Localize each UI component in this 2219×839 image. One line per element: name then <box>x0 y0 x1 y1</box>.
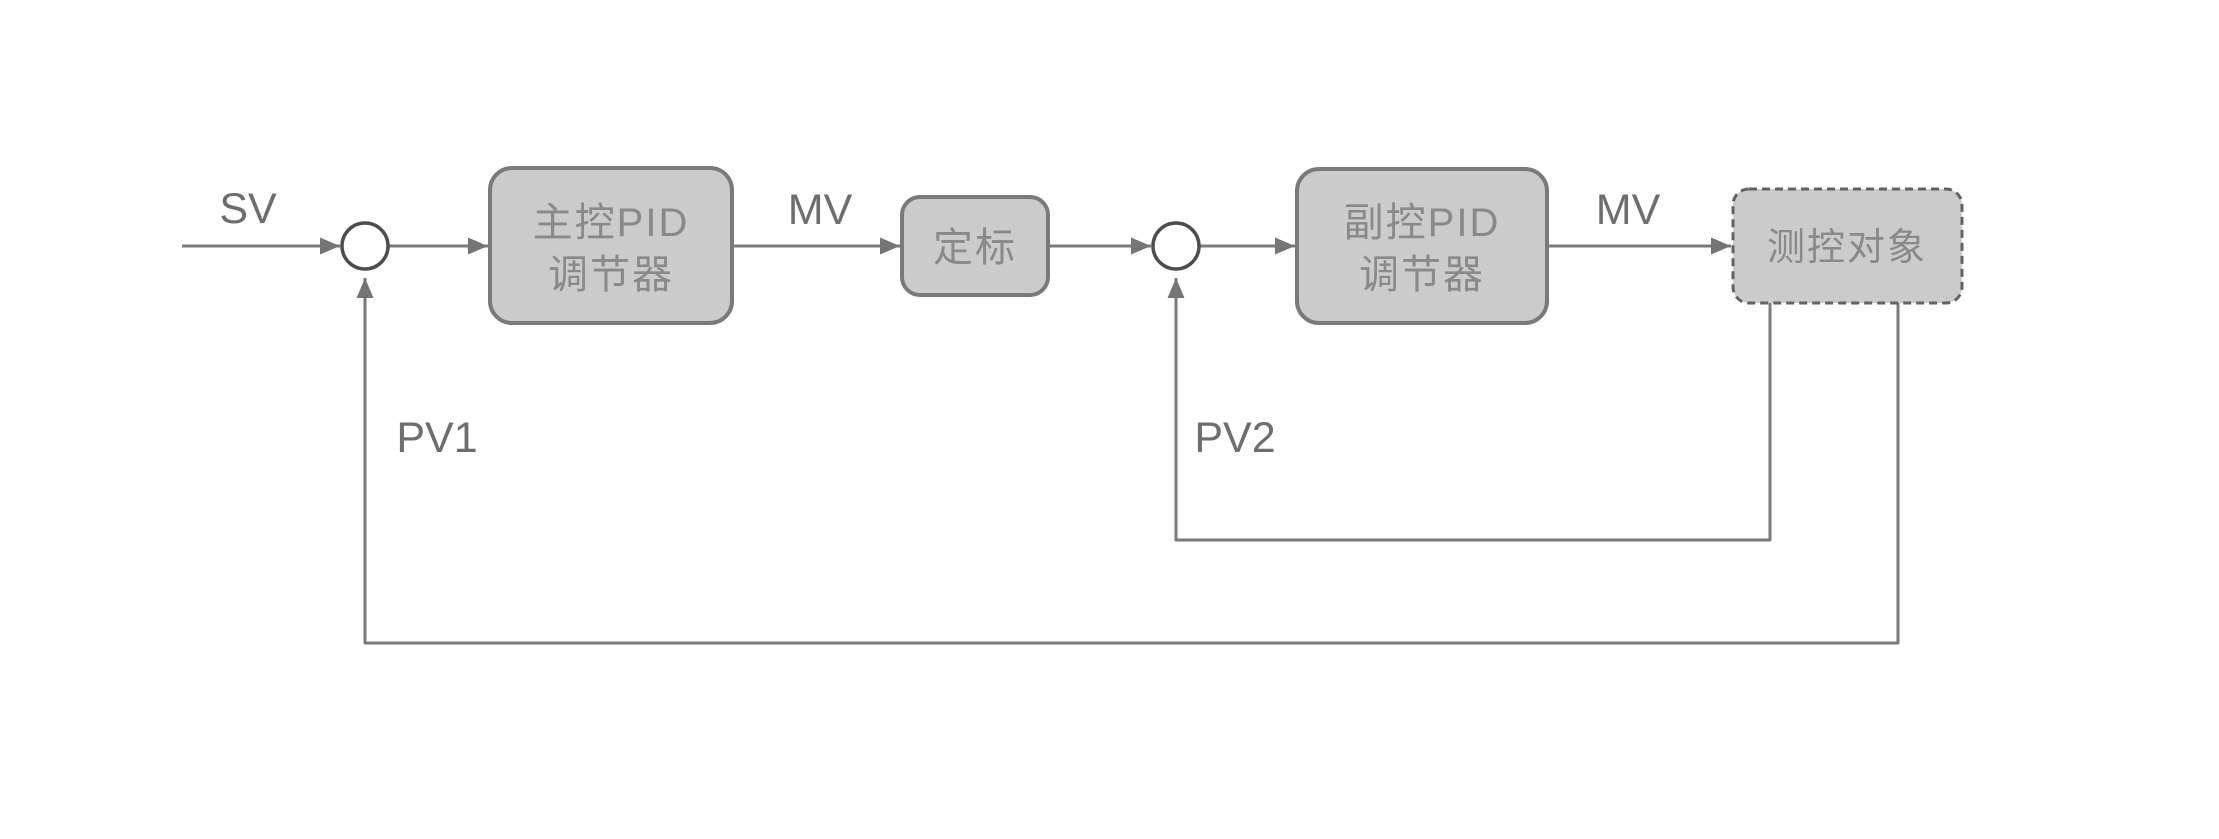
block-plant: 测控对象 <box>1731 187 1964 305</box>
label-pv2: PV2 <box>1194 414 1275 462</box>
scaler-box <box>900 195 1050 297</box>
pv2-feedback-line <box>1167 278 1772 542</box>
primary-pid-label-line2: 调节器 <box>548 253 674 297</box>
block-primary-pid: 主控PID 调节器 <box>488 166 734 325</box>
secondary-pid-label: 副控PID 调节器 <box>1344 201 1501 297</box>
secondary-pid-label-line2: 调节器 <box>1359 253 1485 297</box>
scaler-label: 定标 <box>933 226 1017 270</box>
label-pv1: PV1 <box>396 414 477 462</box>
label-sv: SV <box>219 185 277 233</box>
block-scaler: 定标 <box>900 195 1050 297</box>
block-secondary-pid: 副控PID 调节器 <box>1295 167 1549 325</box>
feedback-loop-pv1 <box>356 278 1900 645</box>
secondary-pid-label-line1: 副控PID <box>1344 201 1501 245</box>
primary-pid-box <box>488 166 734 325</box>
label-mv-secondary: MV <box>1596 186 1661 234</box>
summing-junction-2 <box>1151 221 1201 271</box>
pv1-feedback-line <box>356 278 1900 645</box>
label-mv-primary: MV <box>788 186 853 234</box>
primary-pid-label: 主控PID 调节器 <box>533 201 690 297</box>
summing-junction-1 <box>340 221 390 271</box>
secondary-pid-box <box>1295 167 1549 325</box>
feedback-loop-pv2 <box>1167 278 1772 542</box>
plant-box <box>1731 187 1964 305</box>
plant-label: 测控对象 <box>1767 227 1927 269</box>
primary-pid-label-line1: 主控PID <box>533 201 690 245</box>
